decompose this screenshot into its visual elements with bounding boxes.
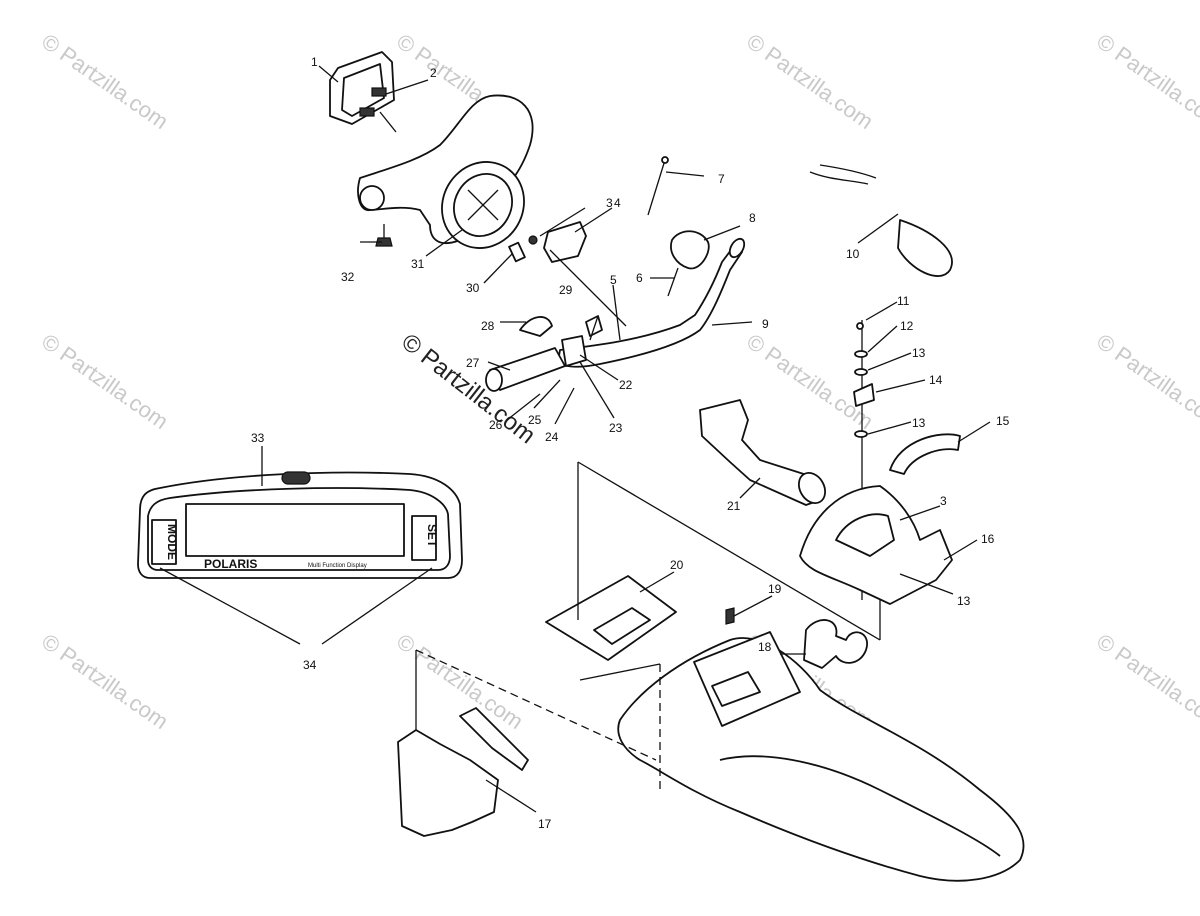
watermark: © Partzilla.com bbox=[37, 29, 173, 135]
hood-console bbox=[617, 631, 1025, 882]
callout-4: 4 bbox=[614, 196, 621, 210]
callout-27: 27 bbox=[466, 356, 480, 370]
callout-29: 29 bbox=[559, 283, 573, 297]
callout-28: 28 bbox=[481, 319, 495, 333]
part-2-screws bbox=[359, 87, 397, 133]
part-31-cover bbox=[357, 94, 534, 249]
multi-function-display: MODE SET POLARIS Multi Function Display bbox=[137, 471, 463, 579]
callout-9: 9 bbox=[762, 317, 769, 331]
part-28-lever bbox=[519, 316, 553, 337]
callout-17: 17 bbox=[538, 817, 552, 831]
set-button-label: SET bbox=[425, 524, 439, 548]
leader-lines bbox=[159, 65, 991, 813]
callout-12: 12 bbox=[900, 319, 914, 333]
callout-13b: 13 bbox=[912, 416, 926, 430]
callout-15: 15 bbox=[996, 414, 1010, 428]
callout-23: 23 bbox=[609, 421, 623, 435]
callout-labels: 1 2 3 4 5 6 7 8 9 10 11 12 13 14 15 3 16… bbox=[251, 55, 1010, 831]
callout-18: 18 bbox=[758, 640, 772, 654]
part-4-clamp bbox=[528, 221, 587, 263]
part-10-lanyard bbox=[809, 164, 953, 277]
part-30-pin bbox=[508, 241, 526, 263]
part-17-bracket bbox=[397, 707, 529, 837]
callout-25: 25 bbox=[528, 413, 542, 427]
watermark: © Partzilla.com bbox=[742, 29, 878, 135]
callout-6: 6 bbox=[636, 271, 643, 285]
callout-19: 19 bbox=[768, 582, 782, 596]
callout-31: 31 bbox=[411, 257, 425, 271]
callout-22: 22 bbox=[619, 378, 633, 392]
callout-16: 16 bbox=[981, 532, 995, 546]
watermark: © Partzilla.com bbox=[1092, 29, 1200, 135]
callout-7: 7 bbox=[718, 172, 725, 186]
part-20-plate bbox=[545, 575, 677, 661]
display-indicator-icon bbox=[281, 471, 311, 485]
callout-24: 24 bbox=[545, 430, 559, 444]
callout-14: 14 bbox=[929, 373, 943, 387]
watermark: © Partzilla.com bbox=[1092, 629, 1200, 735]
watermark: © Partzilla.com bbox=[742, 329, 878, 435]
callout-1: 1 bbox=[311, 55, 318, 69]
display-subtitle: Multi Function Display bbox=[308, 563, 367, 569]
callout-33: 33 bbox=[251, 431, 265, 445]
callout-5: 5 bbox=[610, 273, 617, 287]
part-32-bolt bbox=[375, 224, 393, 247]
callout-3: 3 bbox=[606, 196, 613, 210]
callout-26: 26 bbox=[489, 418, 503, 432]
callout-10: 10 bbox=[846, 247, 860, 261]
watermark: © Partzilla.com bbox=[37, 629, 173, 735]
callout-20: 20 bbox=[670, 558, 684, 572]
callout-3b: 3 bbox=[940, 494, 947, 508]
callout-11: 11 bbox=[897, 294, 910, 308]
part-19-fastener bbox=[725, 607, 735, 625]
part-22-bracket bbox=[561, 335, 587, 367]
callout-21: 21 bbox=[727, 499, 741, 513]
callout-34: 34 bbox=[303, 658, 317, 672]
callout-32: 32 bbox=[341, 270, 355, 284]
watermark: © Partzilla.com bbox=[392, 629, 528, 735]
part-8-throttle bbox=[667, 230, 710, 297]
part-7-cable bbox=[647, 156, 669, 216]
display-brand: POLARIS bbox=[204, 557, 257, 571]
part-16-housing bbox=[799, 485, 953, 605]
part-18-hook bbox=[803, 619, 868, 669]
set-button[interactable] bbox=[411, 515, 437, 561]
watermark-center: © Partzilla.com bbox=[396, 328, 540, 449]
callout-13c: 13 bbox=[957, 594, 971, 608]
part-1-gauge bbox=[329, 51, 395, 125]
part-21-shaft bbox=[699, 399, 827, 506]
watermark: © Partzilla.com bbox=[1092, 329, 1200, 435]
callout-8: 8 bbox=[749, 211, 756, 225]
callout-2: 2 bbox=[430, 66, 437, 80]
part-9-handlebar bbox=[557, 237, 746, 368]
mode-button-label: MODE bbox=[165, 524, 179, 560]
callout-30: 30 bbox=[466, 281, 480, 295]
watermark: © Partzilla.com bbox=[37, 329, 173, 435]
callout-13: 13 bbox=[912, 346, 926, 360]
mode-button[interactable] bbox=[151, 519, 177, 565]
part-15-clip bbox=[889, 433, 961, 475]
part-27-grip bbox=[485, 347, 566, 392]
